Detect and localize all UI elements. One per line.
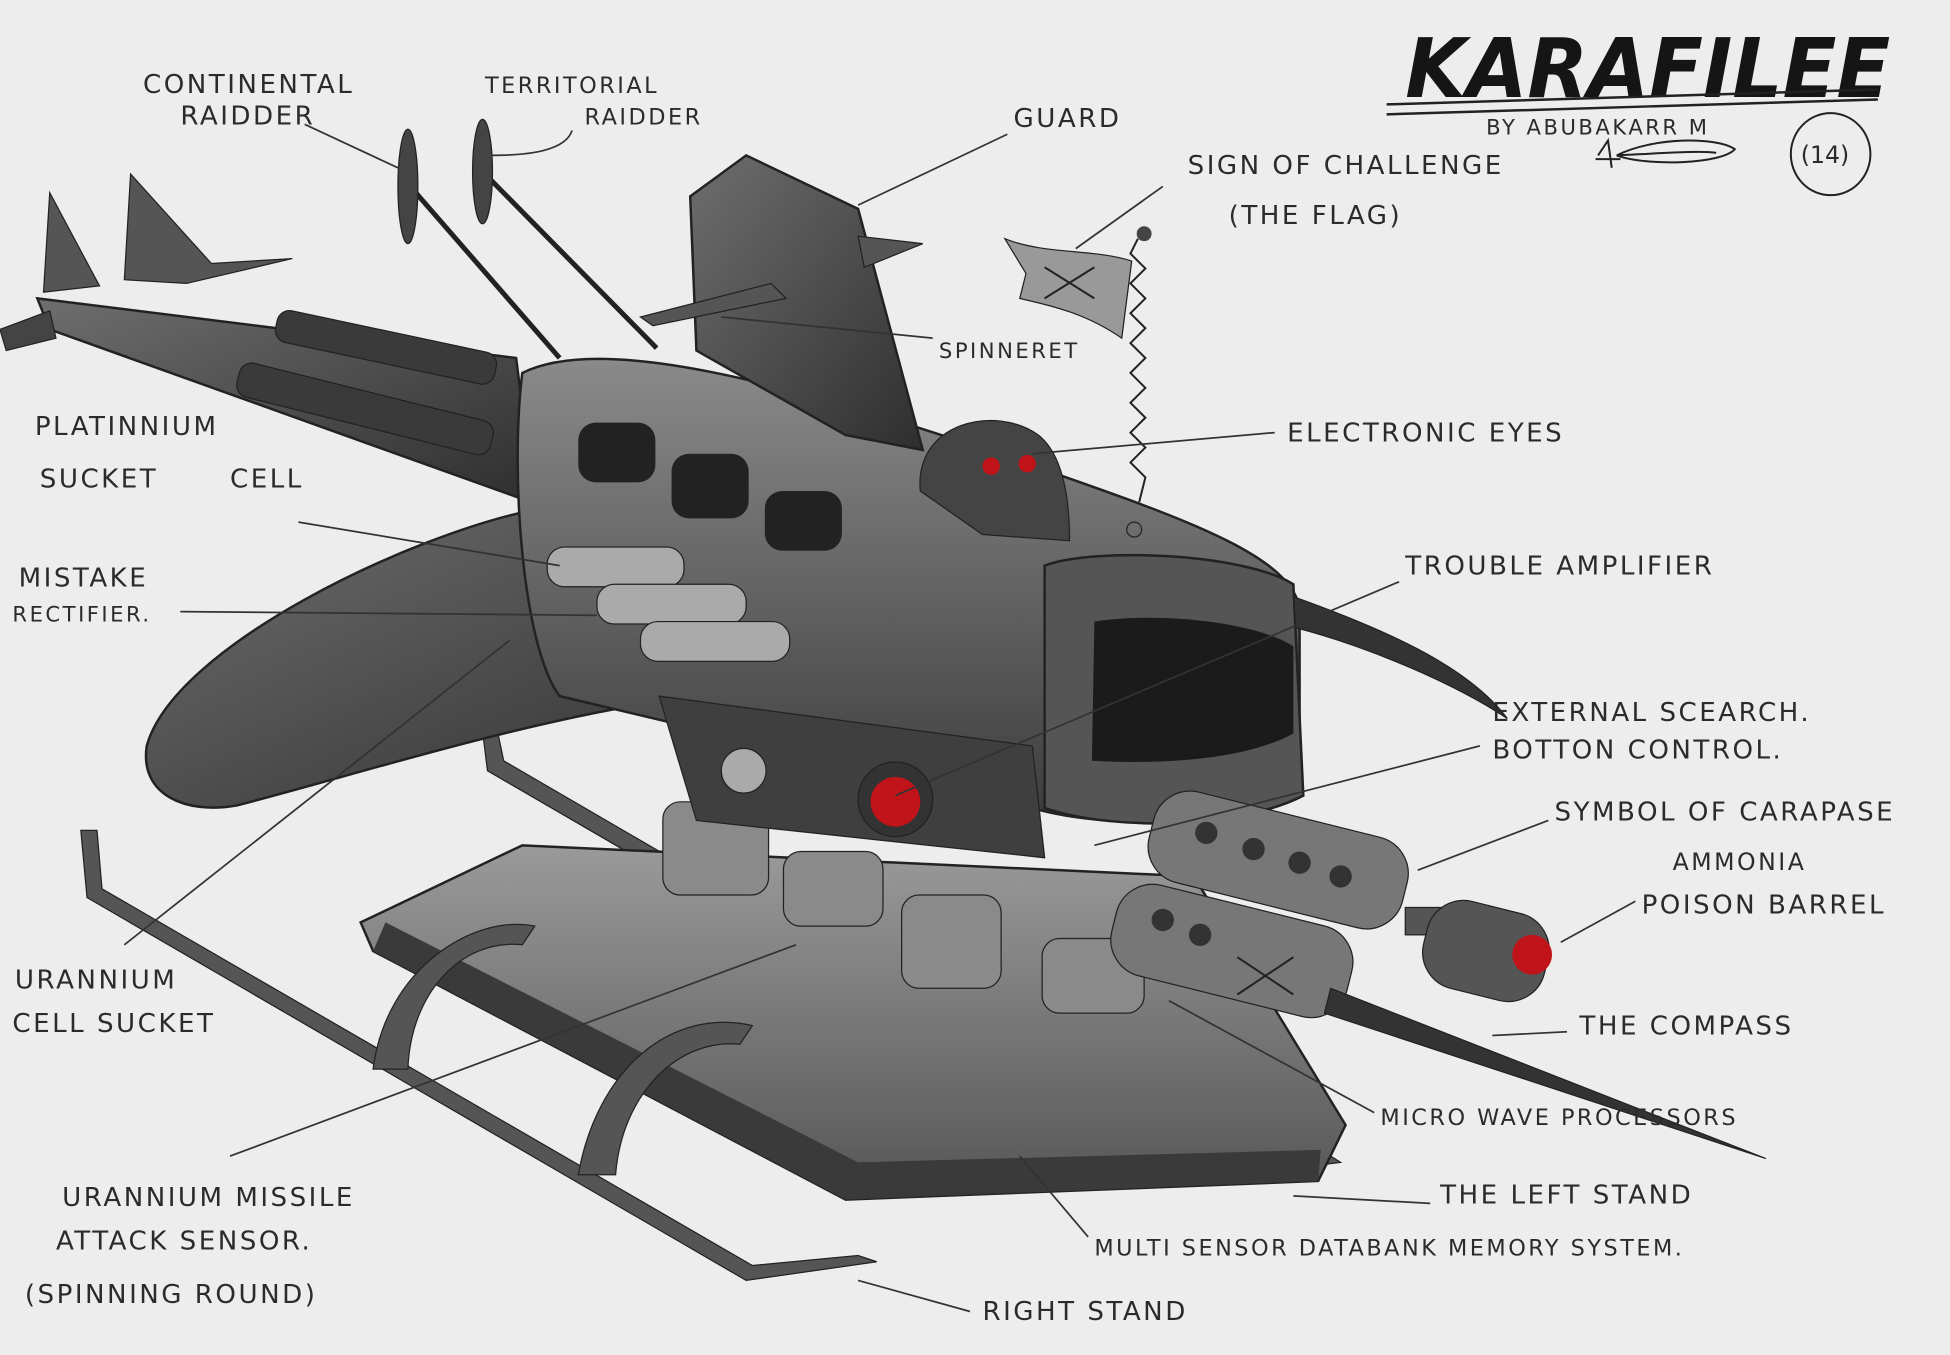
- title-block: KARAFILEE BY ABUBAKARR M (14): [1386, 22, 1890, 197]
- label-databank: MULTI SENSOR DATABANK MEMORY SYSTEM.: [1094, 1236, 1684, 1262]
- label-platinnium-3: CELL: [230, 464, 304, 494]
- label-urannium-cell: URANNIUM: [15, 965, 177, 995]
- page-number-circle: [1789, 112, 1872, 197]
- horn: [1292, 595, 1508, 720]
- label-carapase: SYMBOL OF CARAPASE: [1555, 797, 1896, 827]
- label-external-search: EXTERNAL SCEARCH.: [1492, 698, 1811, 728]
- label-missile-sensor-3: (SPINNING ROUND): [25, 1280, 318, 1310]
- continental-raidder: [397, 128, 562, 360]
- label-mistake-rectifier-2: RECTIFIER.: [12, 602, 151, 627]
- label-microwave: MICRO WAVE PROCESSORS: [1380, 1105, 1738, 1131]
- author: BY ABUBAKARR M: [1486, 114, 1709, 139]
- label-poison-barrel: POISON BARREL: [1642, 891, 1886, 921]
- label-flag: SIGN OF CHALLENGE: [1188, 151, 1504, 181]
- guard: [688, 153, 925, 452]
- label-left-stand: THE LEFT STAND: [1439, 1180, 1693, 1210]
- ammonia-poison-barrel: [1404, 899, 1553, 1003]
- stand-hoop: [372, 923, 536, 1070]
- label-electronic-eyes: ELECTRONIC EYES: [1287, 418, 1564, 448]
- label-ammonia: AMMONIA: [1673, 848, 1807, 876]
- electronic-eye: [982, 457, 1000, 475]
- tail-fin: [42, 190, 101, 293]
- label-mistake-rectifier: MISTAKE: [19, 564, 149, 594]
- stand-hoop: [577, 1021, 754, 1176]
- carapase-symbol: [1236, 956, 1294, 996]
- label-urannium-cell-2: CELL SUCKET: [12, 1009, 215, 1039]
- compass-spike: [1323, 987, 1767, 1160]
- trouble-amplifier: [720, 747, 767, 794]
- label-right-stand: RIGHT STAND: [982, 1297, 1187, 1327]
- flag: [1003, 237, 1133, 340]
- head-dome: [919, 419, 1071, 542]
- label-spinneret: SPINNERET: [939, 338, 1080, 363]
- label-compass: THE COMPASS: [1578, 1011, 1793, 1041]
- label-continental-raidder-2: RAIDDER: [180, 101, 315, 131]
- lower-module: [658, 695, 1046, 859]
- label-flag-2: (THE FLAG): [1229, 201, 1402, 231]
- signature: [1595, 137, 1737, 168]
- label-button-control: BOTTON CONTROL.: [1492, 735, 1783, 765]
- page-number: (14): [1801, 141, 1849, 169]
- windows: [578, 422, 842, 551]
- label-continental-raidder: CONTINENTAL: [143, 70, 354, 100]
- external-search-button: [870, 776, 921, 827]
- electronic-eye: [1018, 454, 1036, 473]
- flag-antenna: [1003, 226, 1152, 538]
- labels: CONTINENTAL RAIDDER TERRITORIAL RAIDDER …: [12, 70, 1896, 1327]
- mistake-rectifier: [546, 546, 791, 662]
- label-missile-sensor: URANNIUM MISSILE: [62, 1183, 355, 1213]
- label-territorial-raidder-2: RAIDDER: [585, 104, 703, 130]
- label-territorial-raidder: TERRITORIAL: [484, 73, 659, 99]
- territorial-raidder: [471, 118, 659, 350]
- front-screen: [1091, 617, 1294, 763]
- label-missile-sensor-2: ATTACK SENSOR.: [56, 1226, 312, 1256]
- tail-fin: [123, 172, 293, 285]
- label-platinnium: PLATINNIUM: [35, 412, 219, 442]
- label-platinnium-2: SUCKET: [40, 464, 158, 494]
- microwave-barrel: [1110, 790, 1409, 1019]
- label-guard: GUARD: [1014, 104, 1122, 134]
- leader-lines: [123, 123, 1636, 1313]
- right-stand: [80, 829, 877, 1282]
- label-trouble-amplifier: TROUBLE AMPLIFIER: [1404, 551, 1714, 581]
